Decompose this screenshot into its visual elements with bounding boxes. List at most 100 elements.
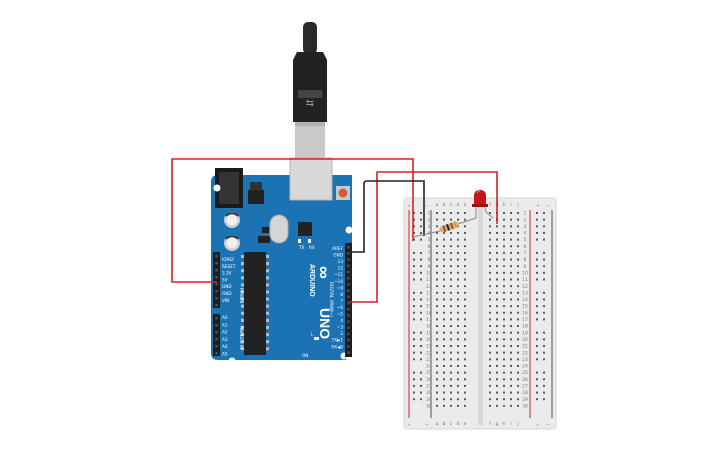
row-number-10-right: 10 <box>522 270 528 276</box>
row-number-13-right: 13 <box>522 290 528 296</box>
digital-pin-label-8: 7 <box>340 298 343 303</box>
row-number-30-right: 30 <box>522 403 528 409</box>
column-letter-i-bottom: i <box>510 421 511 427</box>
digital-pin-label-12: ~3 <box>337 325 344 330</box>
rail-minus-bottom-left: − <box>425 423 429 428</box>
resistor[interactable] <box>412 217 477 238</box>
digital-pin-label-13: 2 <box>340 331 343 336</box>
on-label: ON <box>302 353 308 358</box>
row-number-17-left: 17 <box>426 317 432 323</box>
row-number-19-left: 19 <box>426 330 432 336</box>
row-number-5-right: 5 <box>524 237 527 243</box>
wire-5v-red[interactable] <box>171 158 414 283</box>
row-number-26-left: 26 <box>426 377 432 383</box>
row-number-2-right: 2 <box>524 217 527 223</box>
model-label: UNO <box>317 308 333 339</box>
row-number-22-right: 22 <box>522 350 528 356</box>
digital-pin-label-4: ~11 <box>334 272 343 277</box>
row-number-3-right: 3 <box>524 224 527 230</box>
row-number-16-right: 16 <box>522 310 528 316</box>
brand-label: ARDUINO <box>308 264 315 297</box>
atmega-chip <box>241 252 269 355</box>
row-number-14-left: 14 <box>426 297 432 303</box>
rail-plus-top-left: + <box>407 203 411 209</box>
row-number-25-right: 25 <box>522 370 528 376</box>
capacitor-1 <box>224 212 240 228</box>
rail-minus-top-left: − <box>425 204 429 209</box>
wire-pin7-red[interactable] <box>349 171 498 303</box>
digital-pwm-label: DIGITAL (PWM~) <box>329 282 334 317</box>
column-letter-c-bottom: c <box>450 422 453 427</box>
row-number-28-right: 28 <box>522 390 528 396</box>
analog-header <box>213 314 220 356</box>
row-number-6-left: 6 <box>428 244 431 250</box>
row-number-22-left: 22 <box>426 350 432 356</box>
row-number-4-right: 4 <box>524 231 527 237</box>
row-number-23-left: 23 <box>426 357 432 363</box>
column-letter-i-top: i <box>510 202 511 208</box>
usb-port <box>289 157 333 201</box>
column-letter-b-bottom: b <box>443 421 446 427</box>
column-letter-j-top: j <box>516 202 518 208</box>
rail-minus-top-right: − <box>546 204 550 209</box>
row-number-6-right: 6 <box>524 244 527 250</box>
row-number-29-right: 29 <box>522 397 528 403</box>
row-number-10-left: 10 <box>426 270 432 276</box>
digital-pin-label-11: 4 <box>340 318 343 323</box>
analog-pin-label-1: A1 <box>222 322 228 327</box>
crystal <box>269 214 289 244</box>
digital-pin-label-9: ~6 <box>337 305 344 310</box>
column-letter-a-bottom: a <box>436 422 439 427</box>
row-number-23-right: 23 <box>522 357 528 363</box>
column-letter-j-bottom: j <box>516 421 518 427</box>
digital-pin-label-5: ~10 <box>334 279 343 284</box>
rx-label: RX <box>309 245 315 250</box>
analog-pin-label-3: A3 <box>222 337 228 342</box>
column-letter-h-top: h <box>503 202 506 208</box>
row-number-16-left: 16 <box>426 310 432 316</box>
row-number-27-left: 27 <box>426 384 432 390</box>
row-number-12-left: 12 <box>426 284 432 290</box>
l-label: L <box>311 332 314 337</box>
digital-pin-label-15: RX◀0 <box>331 344 343 349</box>
row-number-1-right: 1 <box>524 211 527 217</box>
usb-cable[interactable]: ⇆ <box>293 22 327 158</box>
rail-plus-bottom-left: + <box>407 422 411 428</box>
analog-in-label: ANALOG IN <box>239 326 244 349</box>
capacitor-2 <box>224 235 240 251</box>
digital-pin-label-14: TX▶1 <box>331 338 344 343</box>
row-number-27-right: 27 <box>522 384 528 390</box>
column-letter-f-bottom: f <box>489 421 491 427</box>
row-number-2-left: 2 <box>428 217 431 223</box>
row-number-26-right: 26 <box>522 377 528 383</box>
rail-plus-bottom-right: + <box>536 422 540 428</box>
column-letter-c-top: c <box>450 203 453 208</box>
reset-button[interactable] <box>336 186 350 200</box>
row-number-21-right: 21 <box>522 344 528 350</box>
column-letter-b-top: b <box>443 202 446 208</box>
usb-symbol-icon: ⇆ <box>306 98 314 109</box>
digital-pin-label-2: 13 <box>338 259 344 264</box>
wire-gnd-black[interactable] <box>349 180 425 253</box>
row-number-19-right: 19 <box>522 330 528 336</box>
arduino-uno-board[interactable]: TX RX L ON ∞ ARDUINO UNO DIGITAL (PWM~) … <box>211 157 353 365</box>
column-letter-h-bottom: h <box>503 421 506 427</box>
digital-pin-label-3: 12 <box>338 266 344 271</box>
row-number-8-left: 8 <box>428 257 431 263</box>
row-number-30-left: 30 <box>426 403 432 409</box>
row-number-18-right: 18 <box>522 324 528 330</box>
column-letter-f-top: f <box>489 202 491 208</box>
row-number-5-left: 5 <box>428 237 431 243</box>
column-letter-g-bottom: g <box>496 422 499 427</box>
digital-pin-label-0: AREF <box>332 246 343 251</box>
row-number-9-left: 9 <box>428 264 431 270</box>
row-number-17-right: 17 <box>522 317 528 323</box>
digital-pin-label-10: ~5 <box>337 312 344 317</box>
analog-pin-label-5: A5 <box>222 352 228 357</box>
row-number-25-left: 25 <box>426 370 432 376</box>
analog-pin-label-4: A4 <box>222 344 228 349</box>
red-led[interactable] <box>472 190 494 219</box>
center-channel <box>478 202 483 425</box>
